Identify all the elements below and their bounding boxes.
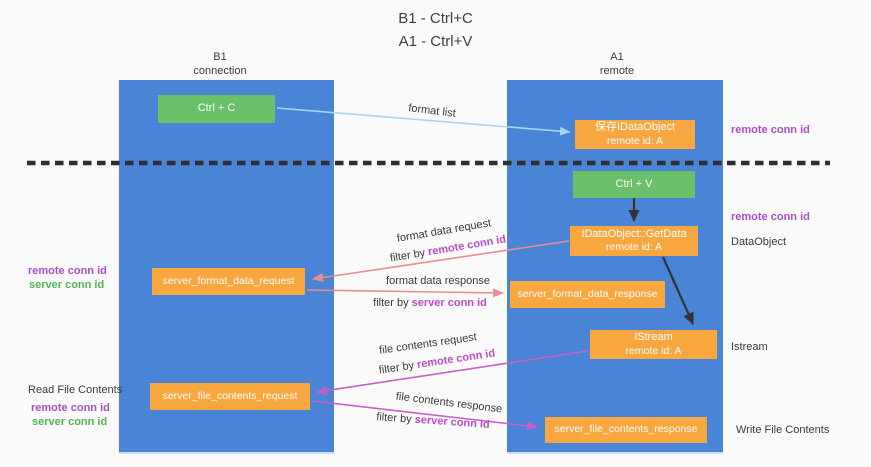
label-format-data-response: format data response [386, 275, 490, 287]
getdata-line2: remote id: A [605, 241, 663, 254]
read-file-contents-text: Read File Contents [28, 384, 123, 396]
label-format-list: format list [408, 102, 457, 120]
ctrl-v-label: Ctrl + V [615, 177, 653, 190]
server-conn-id-text: server conn id [411, 297, 487, 309]
file-contents-response-text: file contents response [395, 390, 503, 416]
format-data-response-text: format data response [386, 275, 490, 287]
node-server-file-contents-request: server_file_contents_request [150, 383, 310, 410]
left-remote-conn-id-bottom: remote conn id [31, 402, 110, 414]
left-server-conn-id-top: server conn id [29, 279, 104, 291]
filter-by-text: filter by [389, 246, 430, 265]
node-server-format-data-request: server_format_data_request [152, 268, 305, 295]
istream-line2: remote id: A [625, 344, 682, 357]
istream-text: Istream [731, 341, 768, 353]
filter-by-text: filter by [378, 359, 418, 377]
server-conn-id-text: server conn id [414, 413, 491, 431]
filter-by-text: filter by [375, 411, 416, 426]
dataobject-text: DataObject [731, 236, 787, 248]
title-line-1: B1 - Ctrl+C [398, 10, 473, 27]
istream-line1: IStream [634, 331, 673, 344]
lane-a1-subtitle: remote [599, 65, 635, 78]
diagram-title: B1 - Ctrl+C A1 - Ctrl+V [0, 8, 871, 53]
right-istream-label: Istream [731, 341, 768, 353]
left-server-conn-id-bottom: server conn id [32, 416, 107, 428]
server-format-data-response-label: server_format_data_response [517, 287, 658, 300]
save-idataobject-line1: 保存IDataObject [594, 121, 676, 134]
server-file-contents-request-label: server_file_contents_request [162, 389, 298, 402]
server-file-contents-response-label: server_file_contents_response [554, 423, 698, 436]
remote-conn-id-text: remote conn id [416, 347, 496, 371]
label-file-contents-response: file contents response [395, 391, 503, 416]
right-write-file-contents-label: Write File Contents [736, 424, 829, 436]
right-remote-conn-id-top: remote conn id [731, 124, 810, 136]
server-conn-id-text: server conn id [32, 416, 108, 428]
label-filter-server-2: filter by server conn id [376, 411, 490, 431]
right-remote-conn-id-mid: remote conn id [731, 211, 810, 223]
remote-conn-id-text: remote conn id [31, 402, 110, 414]
remote-conn-id-text: remote conn id [28, 265, 107, 277]
lane-header-b1: B1 connection [140, 50, 300, 79]
filter-by-text: filter by [373, 297, 412, 309]
format-data-response-arrow [306, 288, 504, 298]
format-list-text: format list [407, 102, 457, 120]
node-server-file-contents-response: server_file_contents_response [545, 417, 707, 443]
title-line-2: A1 - Ctrl+V [398, 32, 473, 50]
left-read-file-contents-label: Read File Contents [28, 384, 122, 396]
ctrl-c-label: Ctrl + C [197, 102, 236, 115]
save-idataobject-line2: remote id: A [606, 134, 664, 147]
server-conn-id-text: server conn id [29, 279, 105, 291]
label-filter-server-1: filter by server conn id [373, 297, 487, 309]
remote-conn-id-text: remote conn id [731, 211, 810, 223]
right-dataobject-label: DataObject [731, 236, 786, 248]
server-format-data-request-label: server_format_data_request [162, 274, 295, 287]
left-remote-conn-id-top: remote conn id [28, 265, 107, 277]
write-file-contents-text: Write File Contents [736, 424, 830, 436]
lane-header-a1: A1 remote [537, 50, 697, 79]
node-idataobject-getdata: IDataObject::GetData remote id: A [570, 226, 698, 256]
node-save-idataobject: 保存IDataObject remote id: A [575, 120, 695, 149]
lane-a1-title: A1 [610, 51, 624, 63]
node-istream: IStream remote id: A [590, 330, 717, 359]
remote-conn-id-text: remote conn id [731, 124, 810, 136]
getdata-line1: IDataObject::GetData [581, 227, 687, 240]
lane-b1-subtitle: connection [193, 65, 247, 78]
node-ctrl-c: Ctrl + C [158, 95, 275, 123]
node-ctrl-v: Ctrl + V [573, 171, 695, 198]
lane-b1-title: B1 [213, 51, 227, 63]
node-server-format-data-response: server_format_data_response [510, 281, 665, 308]
